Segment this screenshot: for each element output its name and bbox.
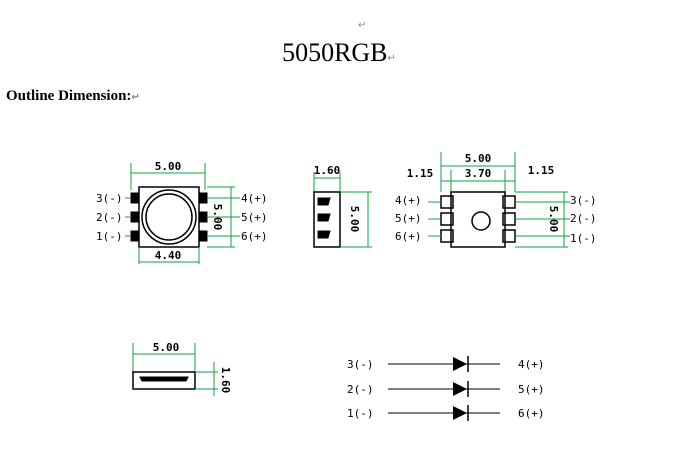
top-pin-6 [198,230,208,242]
top-view: 5.00 3(-) 2(-) 1(-) 4(+) 5(+) 6(+) 5.00 [96,160,268,264]
document-title: 5050RGB↵ [0,38,678,68]
diode-row: 2(-) 5(+) [347,381,545,397]
bottom-width-label: 5.00 [465,152,492,165]
schematic-anode-label: 4(+) [518,358,545,371]
top-pin-5 [198,211,208,223]
side-body [313,191,341,248]
top-pin-label-2: 2(-) [96,211,123,224]
top-pin-label-5: 5(+) [241,211,268,224]
schematic-anode-label: 5(+) [518,383,545,396]
bottom-pin-label-2: 2(-) [570,212,597,225]
bottom-pin-label-4: 4(+) [395,194,422,207]
diode-triangle [453,382,467,396]
side-view: 1.60 5.00 [313,164,372,248]
side-lead [317,230,331,239]
paragraph-mark: ↵ [131,92,140,103]
bottom-pin-label-3: 3(-) [570,194,597,207]
diode-triangle [453,357,467,371]
top-pin-label-4: 4(+) [241,192,268,205]
top-pin-4 [198,192,208,204]
top-lens-outer [141,189,197,245]
top-inner-label: 4.40 [155,249,182,262]
paragraph-mark: ↵ [387,53,396,64]
top-pin-label-3: 3(-) [96,192,123,205]
top-body [138,186,200,248]
bottom-pin-label-5: 5(+) [395,212,422,225]
front-view: 5.00 1.60 [132,341,232,396]
top-pin-3 [130,192,140,204]
section-heading-text: Outline Dimension: [6,88,132,104]
side-lead [317,197,331,206]
schematic: 3(-) 4(+) 2(-) 5(+) 1(-) 6(+) [347,356,545,421]
diode-row: 1(-) 6(+) [347,405,545,421]
side-height-label: 5.00 [348,206,361,233]
schematic-cathode-label: 2(-) [347,383,374,396]
section-heading: Outline Dimension:↵ [6,88,140,105]
bottom-pin-label-6: 6(+) [395,230,422,243]
schematic-cathode-label: 1(-) [347,407,374,420]
bottom-height-label: 5.00 [547,206,560,233]
top-lens-inner [145,193,193,241]
top-height-label: 5.00 [211,204,224,231]
top-pin-2 [130,211,140,223]
diode-row: 3(-) 4(+) [347,356,545,372]
top-width-label: 5.00 [155,160,182,173]
schematic-cathode-label: 3(-) [347,358,374,371]
front-width-label: 5.00 [153,341,180,354]
front-lead [139,376,189,382]
bottom-view: 5.00 3.70 1.15 1.15 4(+) 5(+) 6(+) 3(-) … [395,152,597,248]
bottom-right-margin-label: 1.15 [528,164,555,177]
diode-triangle [453,406,467,420]
front-body [132,371,196,390]
bottom-body [450,191,506,248]
top-pin-label-6: 6(+) [241,230,268,243]
paragraph-mark-top: ↵ [358,20,367,31]
front-height-label: 1.60 [219,367,232,394]
bottom-pin-label-1: 1(-) [570,232,597,245]
schematic-anode-label: 6(+) [518,407,545,420]
top-pin-1 [130,230,140,242]
bottom-left-margin-label: 1.15 [407,167,434,180]
title-text: 5050RGB [282,38,388,67]
top-pin-label-1: 1(-) [96,230,123,243]
bottom-inner-label: 3.70 [465,167,492,180]
side-lead [317,213,331,222]
bottom-pad-circle [471,211,491,231]
side-width-label: 1.60 [314,164,341,177]
